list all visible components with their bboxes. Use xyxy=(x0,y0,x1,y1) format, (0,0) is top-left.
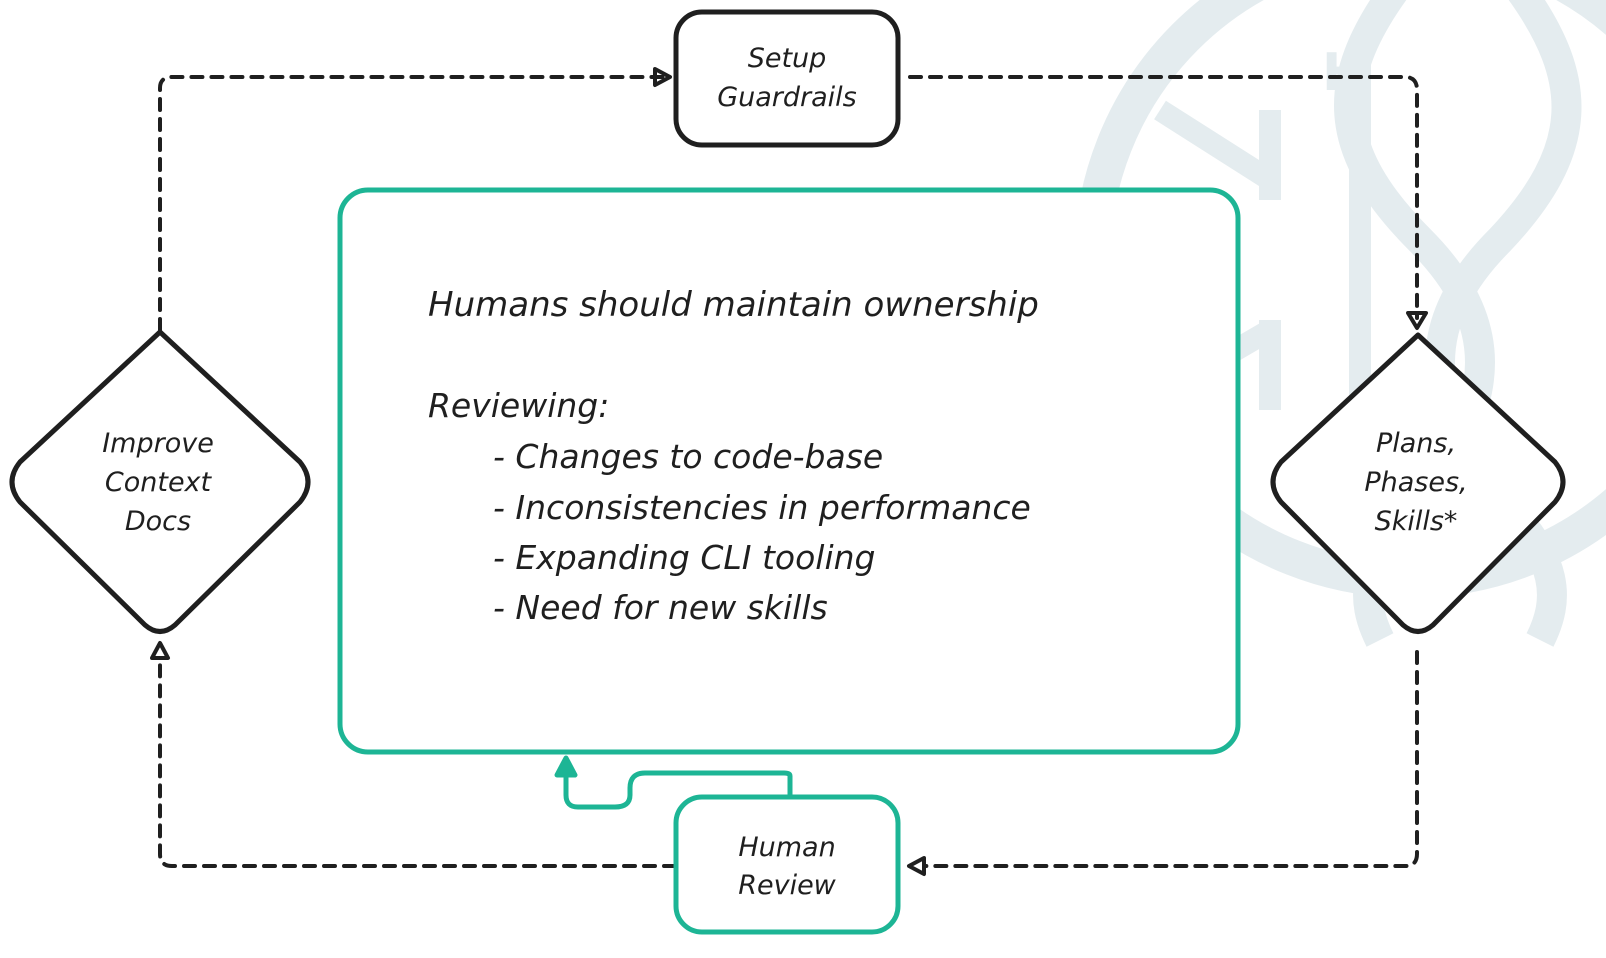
arrow-head-left-icon xyxy=(907,856,926,876)
plans-label-line1: Plans, xyxy=(1376,428,1456,459)
ownership-box: Humans should maintain ownership Reviewi… xyxy=(337,187,1241,755)
arrow-head-down-icon xyxy=(1406,311,1428,330)
human-review-label-line2: Review xyxy=(738,870,836,901)
human-review-node: Human Review xyxy=(673,794,901,935)
watermark-letter-1: H xyxy=(1322,43,1366,103)
dashed-loop-connectors xyxy=(158,75,1419,868)
review-item: - Need for new skills xyxy=(493,588,828,627)
improve-label-line3: Docs xyxy=(125,506,191,537)
connector-plans-to-review xyxy=(923,650,1419,868)
connector-review-to-improve xyxy=(158,663,677,868)
arrow-head-up-icon xyxy=(150,641,170,660)
teal-arrow-head-icon xyxy=(554,755,578,778)
plans-phases-skills-node: Plans, Phases, Skills* xyxy=(1270,332,1566,634)
review-item: - Inconsistencies in performance xyxy=(493,488,1031,527)
plans-label-line2: Phases, xyxy=(1364,467,1467,498)
setup-guardrails-node: Setup Guardrails xyxy=(673,9,901,148)
human-review-label-line1: Human xyxy=(738,832,835,863)
plans-label-line3: Skills* xyxy=(1375,506,1458,537)
connector-improve-to-setup xyxy=(158,75,667,332)
ownership-title: Humans should maintain ownership xyxy=(428,285,1039,325)
reviewing-label: Reviewing: xyxy=(428,386,609,425)
setup-guardrails-label-line1: Setup xyxy=(748,43,827,74)
improve-context-docs-node: Improve Context Docs xyxy=(9,329,311,634)
arrow-heads xyxy=(150,67,1428,876)
arrow-head-right-icon xyxy=(653,67,672,87)
review-item: - Changes to code-base xyxy=(493,437,883,476)
improve-label-line2: Context xyxy=(105,467,213,498)
review-item: - Expanding CLI tooling xyxy=(493,538,876,577)
improve-label-line1: Improve xyxy=(102,428,214,459)
review-to-ownership-connector xyxy=(554,755,793,810)
connector-setup-to-plans xyxy=(908,75,1419,320)
setup-guardrails-label-line2: Guardrails xyxy=(717,82,857,113)
